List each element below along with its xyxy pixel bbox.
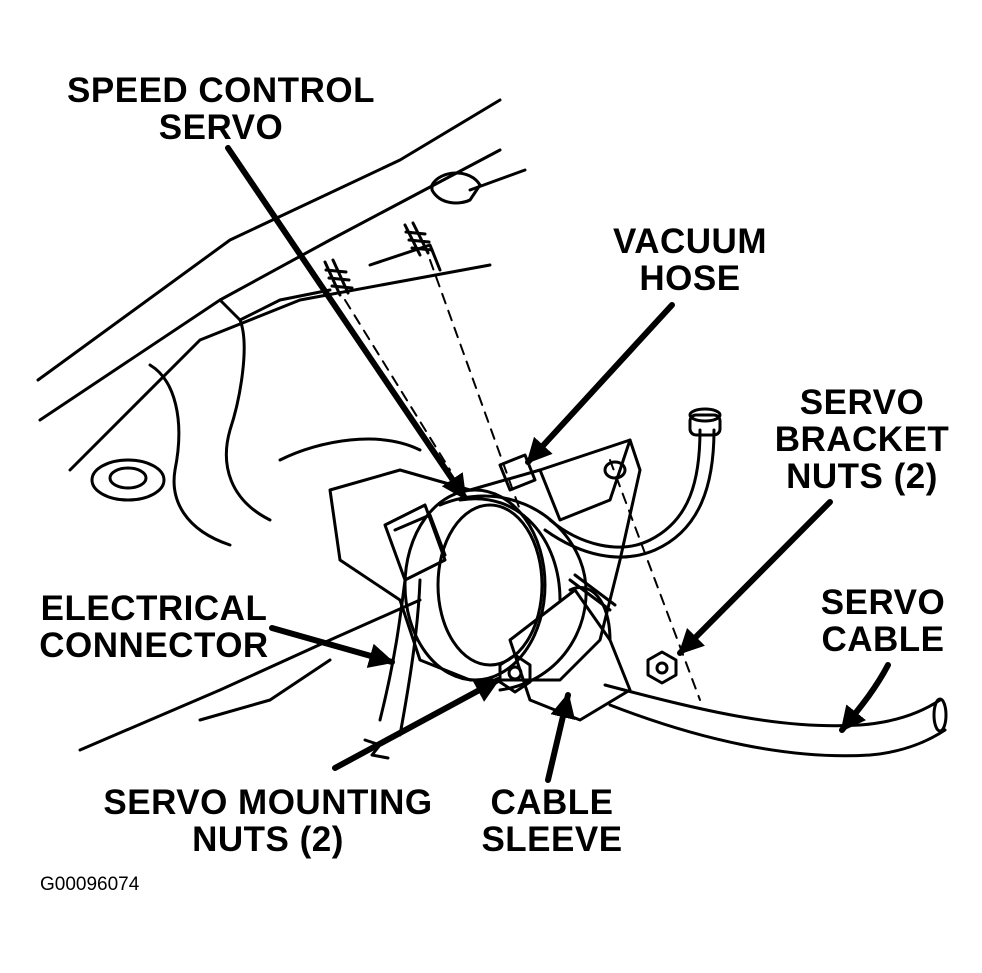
servo-body-rim xyxy=(438,494,588,692)
leader-servo-bracket-nuts xyxy=(677,499,833,656)
vacuum-hose-tube-2 xyxy=(543,428,716,559)
bracket-stud-left xyxy=(323,258,354,297)
bracket-stud-right xyxy=(403,221,434,257)
leader-electrical-connector xyxy=(269,625,395,668)
leader-servo-cable xyxy=(839,662,891,733)
servo-bracket-nut-hole xyxy=(655,661,669,675)
leader-cable-sleeve xyxy=(545,692,576,783)
servo-mounting-nut-hole xyxy=(507,665,523,681)
label-servo-bracket-nuts: SERVO BRACKET NUTS (2) xyxy=(774,383,950,496)
vacuum-hose-cap xyxy=(688,407,722,423)
strut-tower-outline xyxy=(148,363,232,547)
label-cable-sleeve: CABLE SLEEVE xyxy=(481,783,623,859)
shock-mount-outer xyxy=(90,458,166,502)
label-servo-mounting-nuts: SERVO MOUNTING NUTS (2) xyxy=(103,783,433,859)
cone-stud xyxy=(568,573,617,612)
leader-vacuum-hose xyxy=(525,302,675,465)
connector-harness-2 xyxy=(398,578,422,737)
bracket-fold xyxy=(538,438,632,522)
body-panel-edge-upper xyxy=(36,98,502,382)
vacuum-hose-tube xyxy=(548,428,702,549)
servo-cable-lower xyxy=(608,703,947,758)
cable-sleeve-cone xyxy=(508,588,632,722)
panel-rib xyxy=(368,243,442,272)
figure-code: G00096074 xyxy=(40,874,140,895)
servo-body-band xyxy=(458,497,562,602)
leader-servo-mounting-nuts xyxy=(332,677,501,771)
inner-fender-outline xyxy=(224,318,272,522)
servo-bracket-plate xyxy=(328,438,642,682)
electrical-connector-latch xyxy=(393,513,447,557)
alignment-line-left xyxy=(344,299,451,471)
frame-rail-lower xyxy=(78,598,422,752)
body-panel-edge-mid xyxy=(38,148,502,422)
servo-cable-upper xyxy=(603,683,942,728)
body-panel-lip xyxy=(218,288,332,322)
fender-brace xyxy=(278,437,422,462)
servo-bracket-nut xyxy=(646,650,678,685)
body-panel-edge-lower xyxy=(68,263,492,472)
panel-slot xyxy=(430,171,482,205)
alignment-line-right xyxy=(429,259,521,511)
electrical-connector-body xyxy=(383,503,447,582)
cable-sleeve-ring xyxy=(568,586,612,642)
servo-body-inner xyxy=(436,503,544,667)
panel-wire xyxy=(468,168,527,192)
vacuum-hose-fitting xyxy=(688,413,722,437)
alignment-line-bracket xyxy=(609,459,701,701)
frame-rail-top xyxy=(198,658,332,722)
label-electrical-connector: ELECTRICAL CONNECTOR xyxy=(39,589,269,665)
lower-wire xyxy=(363,738,390,760)
label-servo-cable: SERVO CABLE xyxy=(820,583,946,659)
servo-cable-end xyxy=(932,697,948,733)
connector-harness xyxy=(378,578,407,722)
shock-mount-inner xyxy=(108,466,148,490)
vacuum-port xyxy=(498,453,537,492)
servo-body-outer xyxy=(403,488,547,682)
bracket-hole xyxy=(603,460,627,480)
label-speed-control-servo: SPEED CONTROL SERVO xyxy=(67,71,375,147)
label-vacuum-hose: VACUUM HOSE xyxy=(612,222,767,298)
leader-speed-control-servo xyxy=(225,145,468,501)
